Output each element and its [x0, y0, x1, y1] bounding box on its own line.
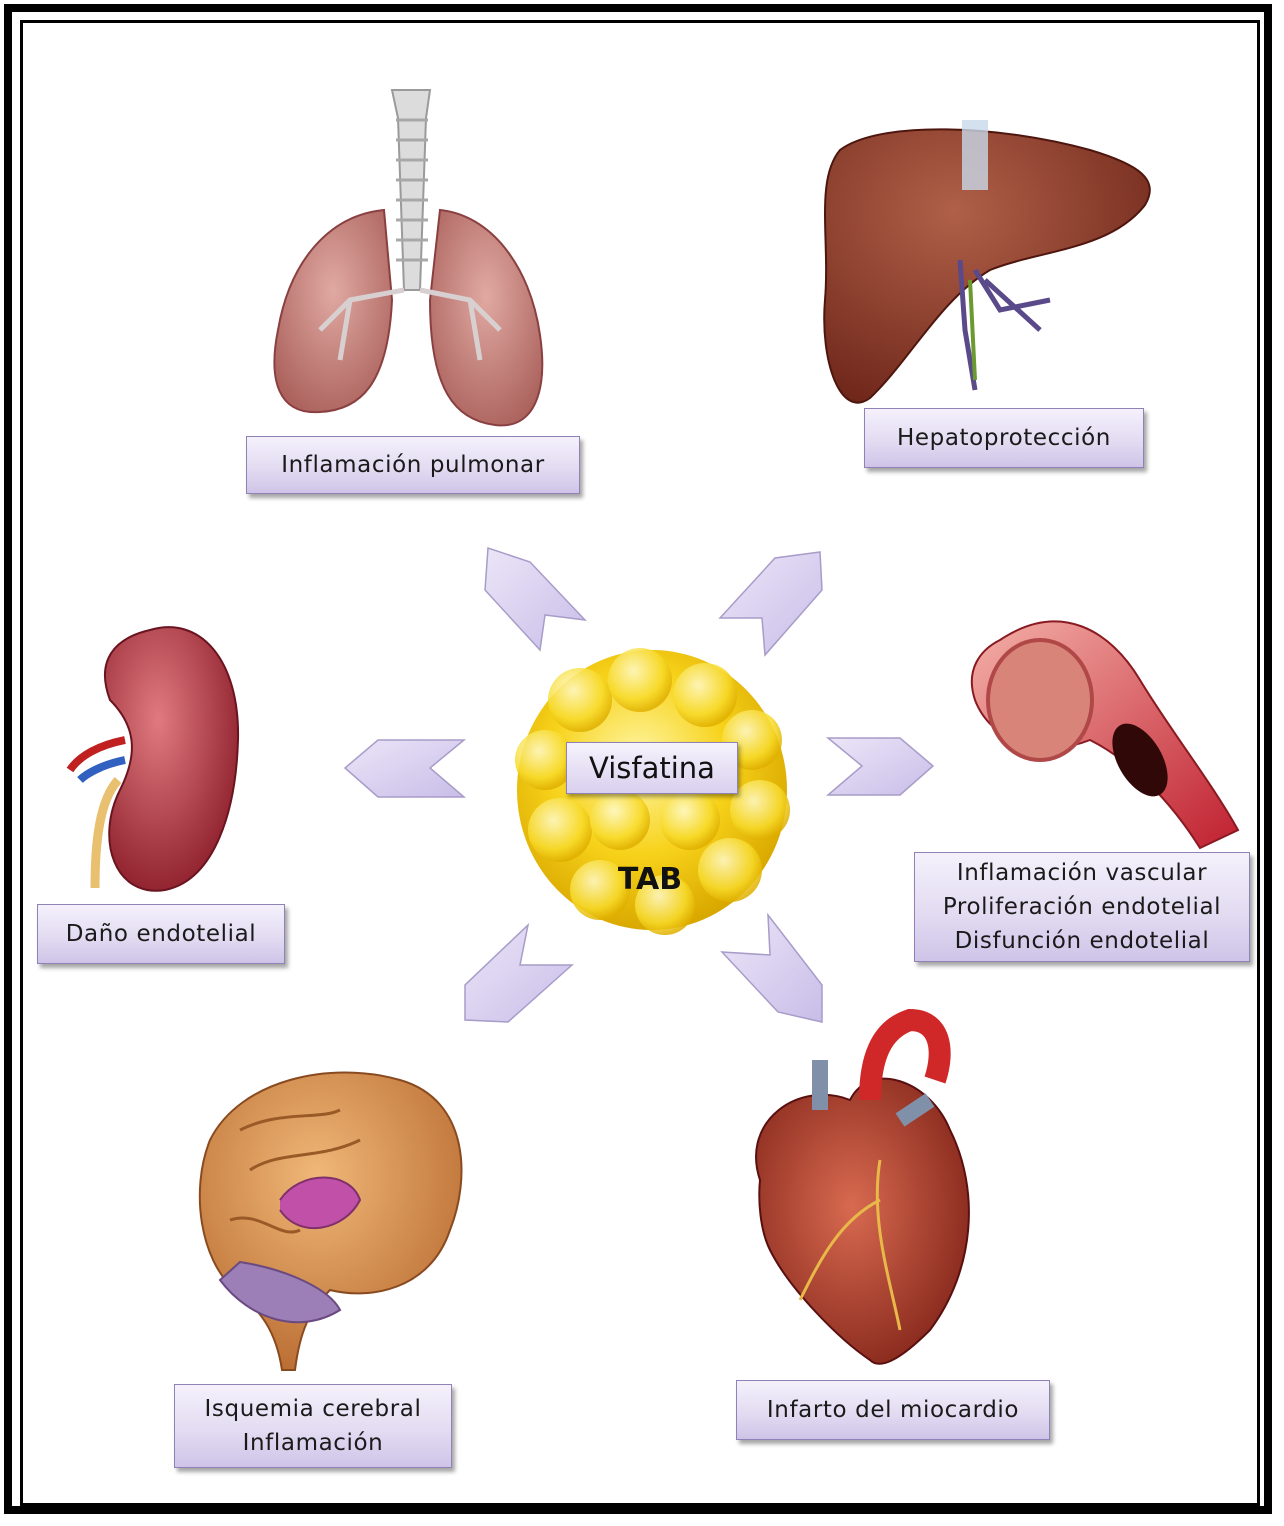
brain-illustration [200, 1073, 462, 1371]
lung-effect-box: Inflamación pulmonar [246, 436, 580, 494]
arrow-to-lungs [485, 548, 585, 650]
heart-effect-box: Infarto del miocardio [736, 1380, 1050, 1440]
brain-effect-line-2: Inflamación [175, 1426, 451, 1460]
liver-effect-text: Hepatoprotección [865, 421, 1143, 455]
brain-effect-line-1: Isquemia cerebral [175, 1392, 451, 1426]
kidney-effect-box: Daño endotelial [37, 904, 285, 964]
lungs-illustration [274, 90, 542, 425]
vessel-effect-box: Inflamación vascular Proliferación endot… [914, 852, 1250, 962]
visfatina-text: Visfatina [589, 751, 715, 785]
liver-effect-box: Hepatoprotección [864, 408, 1144, 468]
lung-effect-text: Inflamación pulmonar [247, 448, 579, 482]
heart-illustration [756, 1020, 969, 1364]
kidney-illustration [70, 627, 238, 891]
blood-vessel-illustration [972, 621, 1238, 848]
arrow-to-heart [722, 915, 822, 1022]
brain-effect-box: Isquemia cerebral Inflamación [174, 1384, 452, 1468]
vessel-effect-line-3: Disfunción endotelial [915, 924, 1249, 958]
kidney-effect-text: Daño endotelial [38, 917, 284, 951]
arrow-to-liver [720, 552, 822, 655]
arrow-to-kidney [345, 740, 464, 797]
vessel-effect-line-2: Proliferación endotelial [915, 890, 1249, 924]
visfatina-label: Visfatina [566, 742, 738, 794]
tab-label: TAB [600, 862, 700, 897]
liver-illustration [824, 120, 1150, 403]
arrow-to-vessel [828, 738, 933, 795]
arrow-to-brain [465, 925, 572, 1022]
vessel-effect-line-1: Inflamación vascular [915, 856, 1249, 890]
heart-effect-text: Infarto del miocardio [737, 1393, 1049, 1427]
